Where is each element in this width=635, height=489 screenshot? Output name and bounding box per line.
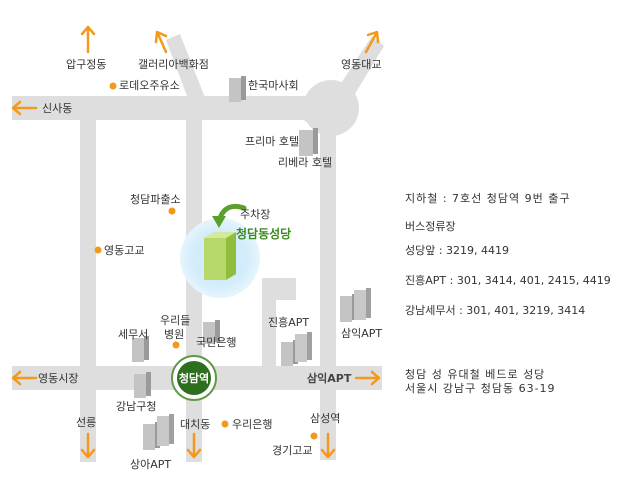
info-bus-1: 성당앞 : 3219, 4419 [405,244,510,257]
label-tax-office: 세무서 [118,328,149,341]
label-woori-bank: 우리은행 [232,418,273,431]
dot-yeongdong-high-icon [94,246,102,254]
church-building-icon [204,238,226,280]
label-cheongdam-station: 청담역 [178,372,210,385]
label-hanguk-masahoe: 한국마사회 [248,79,299,92]
label-church: 청담동성당 [236,227,292,241]
dot-woori-hospital-icon [172,341,180,349]
building-hanguk-masahoe-icon [229,76,246,102]
label-yeongdong-bridge: 영동대교 [341,58,382,71]
arrow-right-samik-icon [354,370,381,386]
info-bus-3: 강남세무서 : 301, 401, 3219, 3414 [405,304,586,317]
label-sinsa: 신사동 [42,102,73,115]
road-diagonal-galleria [166,34,206,104]
label-woori-hospital-1: 우리들 [160,314,191,327]
label-prima: 프리마 호텔 [245,135,300,148]
dot-gyeonggi-high-icon [310,432,318,440]
arrow-up-bridge-icon [364,30,380,54]
info-subway: 지하철 : 7호선 청담역 9번 출구 [405,192,571,205]
roads [12,34,384,462]
label-police: 청담파출소 [130,193,181,206]
curved-arrow-icon [212,203,247,228]
info-address-2: 서울시 강남구 청담동 63-19 [405,382,556,395]
building-gangnam-office-icon [134,372,151,398]
arrow-up-apgujeong-icon [80,25,96,54]
arrow-left-market-icon [11,370,38,386]
road-main-top [12,96,344,120]
dot-police-icon [168,207,176,215]
arrow-up-galleria-icon [154,30,168,54]
label-kookmin: 국민은행 [196,336,237,349]
building-samik-icon [340,288,371,322]
info-bus-title: 버스정류장 [405,220,456,233]
label-sangah: 상아APT [130,458,172,471]
label-gyeonggi-high: 경기고교 [272,444,313,457]
arrow-left-sinsa-icon [11,100,38,116]
building-jinheung-icon [281,332,312,366]
label-galleria: 갤러리아백화점 [138,58,209,71]
arrows [11,25,381,459]
poi-dots [94,82,318,440]
label-jinheung: 진흥APT [268,316,310,329]
label-yeongdong-high: 영동고교 [104,244,145,257]
label-rodeo: 로데오주유소 [119,79,180,92]
arrow-down-seolleung-icon [80,432,96,459]
label-yeongdong-market: 영동시장 [38,372,79,385]
label-parking: 주차장 [240,208,271,221]
info-address-1: 청담 성 유대철 베드로 성당 [405,368,546,381]
label-samik-road: 삼익APT [307,372,352,385]
dot-woori-bank-icon [221,420,229,428]
building-tax-office-icon [132,336,149,362]
label-seolleung: 선릉 [76,416,97,429]
road-left-vertical [80,96,96,462]
road-diagonal-bridge [330,36,384,112]
info-bus-2: 진흥APT : 301, 3414, 401, 2415, 4419 [405,274,611,287]
arrow-down-daechi-icon [186,432,202,459]
arrow-down-samseong-icon [320,432,336,459]
road-stub-vert [262,278,276,366]
label-apgujeong: 압구정동 [66,58,107,71]
road-diagonal-rotary [296,94,332,122]
road-right-vertical [320,120,336,460]
label-gangnam-office: 강남구청 [116,400,157,413]
dot-rodeo-icon [109,82,117,90]
label-samseong: 삼성역 [310,412,341,425]
building-kookmin-icon [203,320,220,344]
building-prima-icon [299,128,318,156]
station-marker [171,355,217,401]
buildings [132,76,371,450]
label-samik-apt: 삼익APT [341,327,383,340]
building-sangah-icon [143,414,174,450]
label-woori-hospital-2: 병원 [164,328,185,341]
church-marker [180,203,260,298]
label-daechi: 대치동 [180,418,211,431]
label-riviera: 리베라 호텔 [278,156,333,169]
